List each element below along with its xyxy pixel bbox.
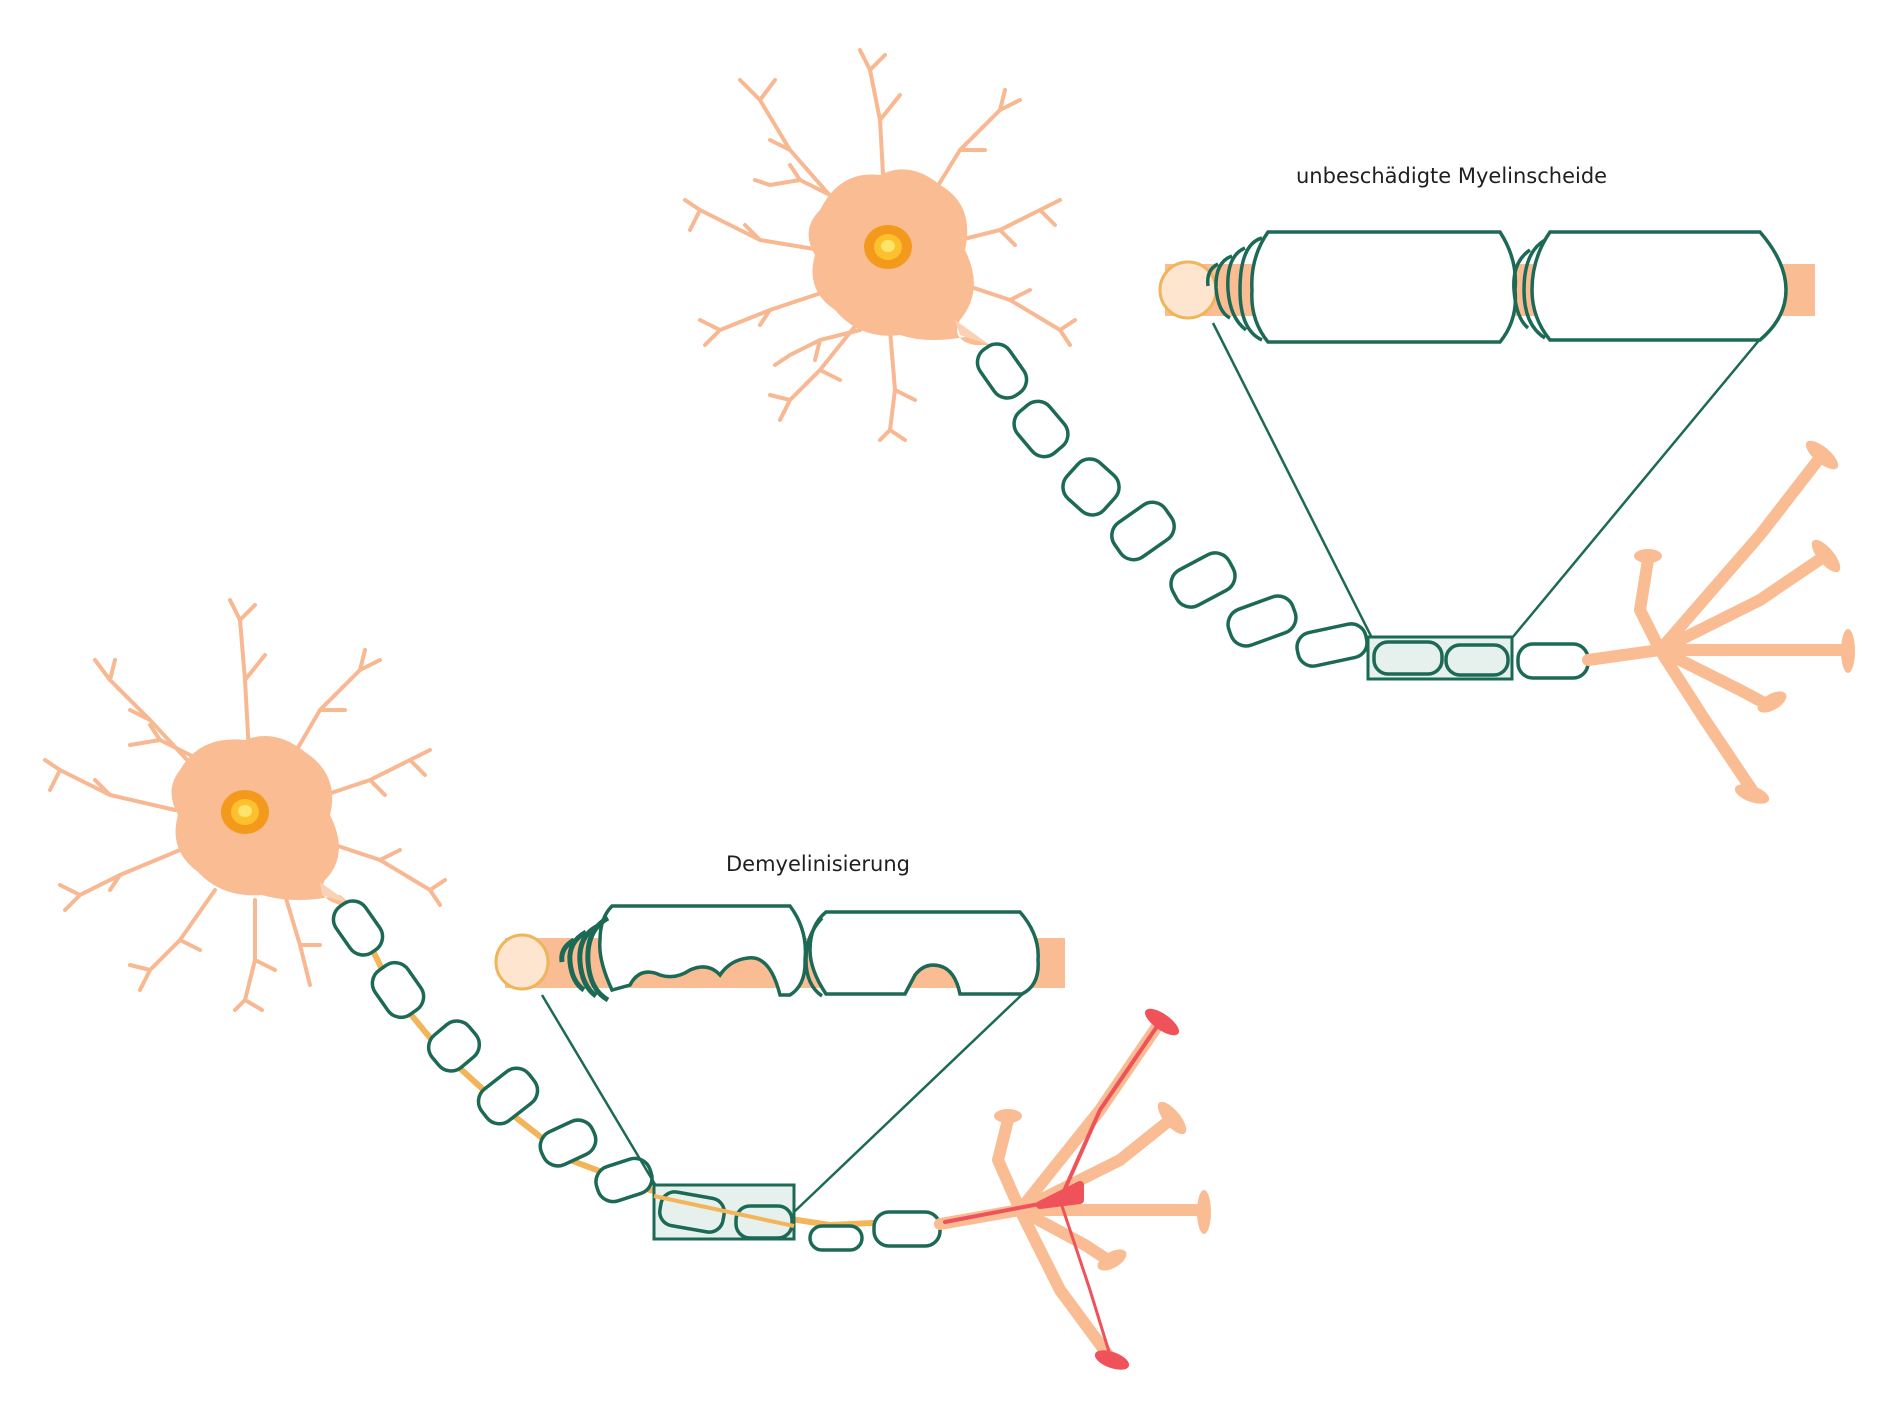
damaged-axon-terminals (934, 1019, 1206, 1361)
healthy-dendrites (683, 48, 1077, 442)
healthy-sheath-enlarged (1158, 230, 1815, 344)
healthy-sheath-label: unbeschädigte Myelinscheide (1296, 164, 1608, 188)
damaged-sheath-enlarged (494, 904, 1065, 1003)
healthy-axon-terminals (1582, 449, 1851, 796)
damaged-myelin-segments (331, 899, 942, 1252)
healthy-myelin-segments (975, 342, 1590, 680)
damaged-neuron (43, 598, 1211, 1370)
damaged-dendrites (43, 598, 447, 1012)
healthy-neuron (683, 48, 1855, 804)
demyelination-label: Demyelinisierung (726, 852, 910, 876)
